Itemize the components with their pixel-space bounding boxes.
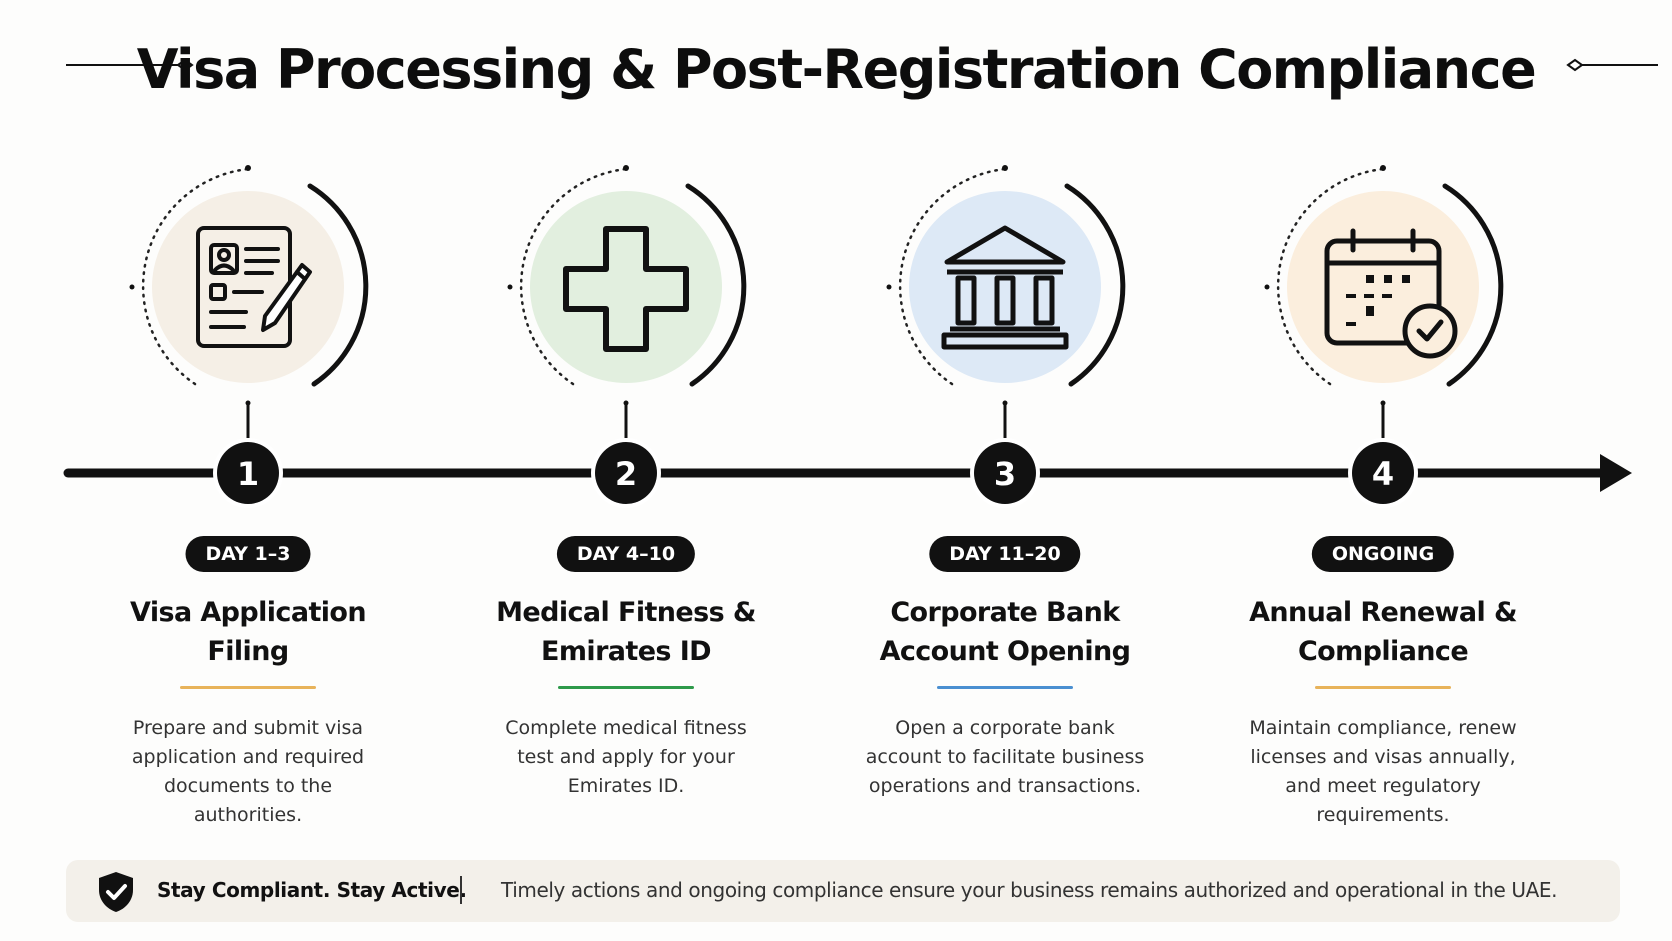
- step-2-icon-bg: [530, 191, 722, 383]
- step-4-description: Maintain compliance, renew licenses and …: [1249, 717, 1517, 826]
- step-4-underline: [1315, 686, 1451, 689]
- step-4-icon-bg: [1287, 191, 1479, 383]
- step-1-underline: [180, 686, 316, 689]
- footer-banner: Stay Compliant. Stay Active. Timely acti…: [66, 860, 1620, 922]
- step-4-number: 4: [1372, 455, 1394, 493]
- footer-separator: [460, 876, 462, 904]
- step-1-title: Visa Application Filing: [130, 597, 367, 667]
- step-2-title: Medical Fitness & Emirates ID: [496, 597, 756, 667]
- step-4-graphic: 4: [1264, 165, 1504, 508]
- step-1-graphic: 1: [129, 165, 369, 508]
- step-2-number: 2: [615, 455, 637, 493]
- step-4-title: Annual Renewal & Compliance: [1249, 597, 1517, 667]
- calendar-check-icon: [1324, 228, 1458, 359]
- bank-building-icon: [941, 225, 1069, 350]
- step-1-number: 1: [237, 455, 259, 493]
- medical-cross-icon: [563, 226, 689, 352]
- step-3-title: Corporate Bank Account Opening: [879, 597, 1131, 667]
- shield-check-icon: [99, 872, 133, 912]
- step-3-badge: DAY 11–20: [929, 536, 1081, 572]
- page-title: Visa Processing & Post-Registration Comp…: [136, 38, 1537, 101]
- timeline-graphic: 1 2 3: [63, 165, 1632, 508]
- step-1-badge: DAY 1–3: [185, 536, 311, 572]
- step-3-description: Open a corporate bank account to facilit…: [865, 717, 1145, 797]
- step-4-badge: ONGOING: [1311, 536, 1455, 572]
- step-2-description: Complete medical fitness test and apply …: [505, 717, 747, 797]
- step-3-icon-bg: [909, 191, 1101, 383]
- step-2-underline: [558, 686, 694, 689]
- document-pen-icon: [196, 226, 312, 348]
- footer-headline: Stay Compliant. Stay Active.: [157, 878, 467, 902]
- step-2-graphic: 2: [507, 165, 747, 508]
- title-right-decoration: [1566, 58, 1658, 72]
- step-1-icon-bg: [152, 191, 344, 383]
- step-3-graphic: 3: [886, 165, 1126, 508]
- step-1-description: Prepare and submit visa application and …: [131, 717, 365, 826]
- step-3-number: 3: [994, 455, 1016, 493]
- step-3-underline: [937, 686, 1073, 689]
- footer-message: Timely actions and ongoing compliance en…: [501, 878, 1558, 902]
- title-left-decoration: [66, 58, 194, 72]
- step-2-badge: DAY 4–10: [556, 536, 696, 572]
